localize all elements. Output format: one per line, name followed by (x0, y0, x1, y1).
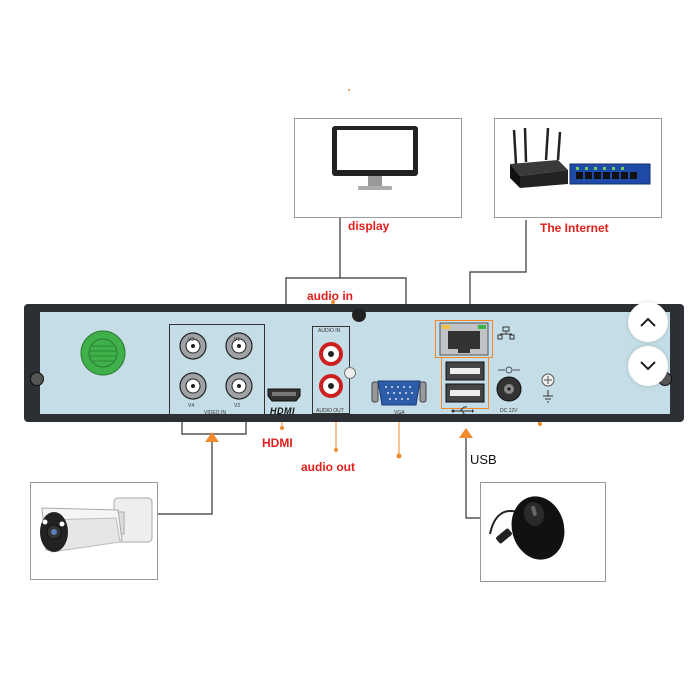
hdmi-port (267, 388, 301, 402)
scroll-up-button[interactable] (628, 302, 668, 342)
video-in-label: VIDEO IN (204, 410, 226, 416)
audio-out-label: AUDIO OUT (316, 408, 344, 414)
switch-icon (569, 163, 651, 185)
audio-out-callout: audio out (301, 460, 355, 474)
chevron-up-icon (640, 317, 656, 327)
dvr-back-panel (40, 312, 670, 414)
dc-label: DC 12V (500, 408, 518, 414)
lan-port (439, 322, 489, 356)
mouse-icon (489, 496, 565, 560)
usb-port-frame (441, 357, 489, 409)
dc-power-port (496, 376, 522, 402)
usb-ports (445, 361, 485, 403)
panel-screw (344, 367, 356, 379)
scroll-down-button[interactable] (628, 346, 668, 386)
bnc-connectors (179, 332, 253, 400)
v2-label: V2 (234, 403, 241, 409)
video-in-frame (169, 324, 265, 418)
internet-label: The Internet (540, 221, 609, 235)
hdmi-callout: HDMI (262, 436, 293, 450)
usb-callout: USB (470, 452, 497, 467)
hdmi-logo: HDMI (270, 406, 295, 416)
vga-port (371, 380, 427, 406)
chevron-down-icon (640, 361, 656, 371)
audio-in-callout: audio in (307, 289, 353, 303)
v3-label: V3 (188, 337, 195, 343)
monitor-icon (332, 126, 418, 190)
ground-screw-icon (541, 373, 555, 403)
vga-label: VGA (394, 410, 405, 416)
screw (352, 308, 366, 322)
usb-icon (451, 406, 474, 416)
screw (30, 372, 44, 386)
network-icon (497, 326, 515, 340)
fan-grille-icon (80, 330, 126, 376)
v1-label: V1 (234, 337, 241, 343)
camera-icon (40, 497, 153, 553)
router-icon (510, 127, 568, 188)
display-label: display (348, 219, 390, 233)
rca-connectors (319, 342, 343, 398)
dc-polarity-icon (498, 366, 520, 374)
v4-label: V4 (188, 403, 195, 409)
audio-in-label: AUDIO IN (318, 328, 341, 334)
